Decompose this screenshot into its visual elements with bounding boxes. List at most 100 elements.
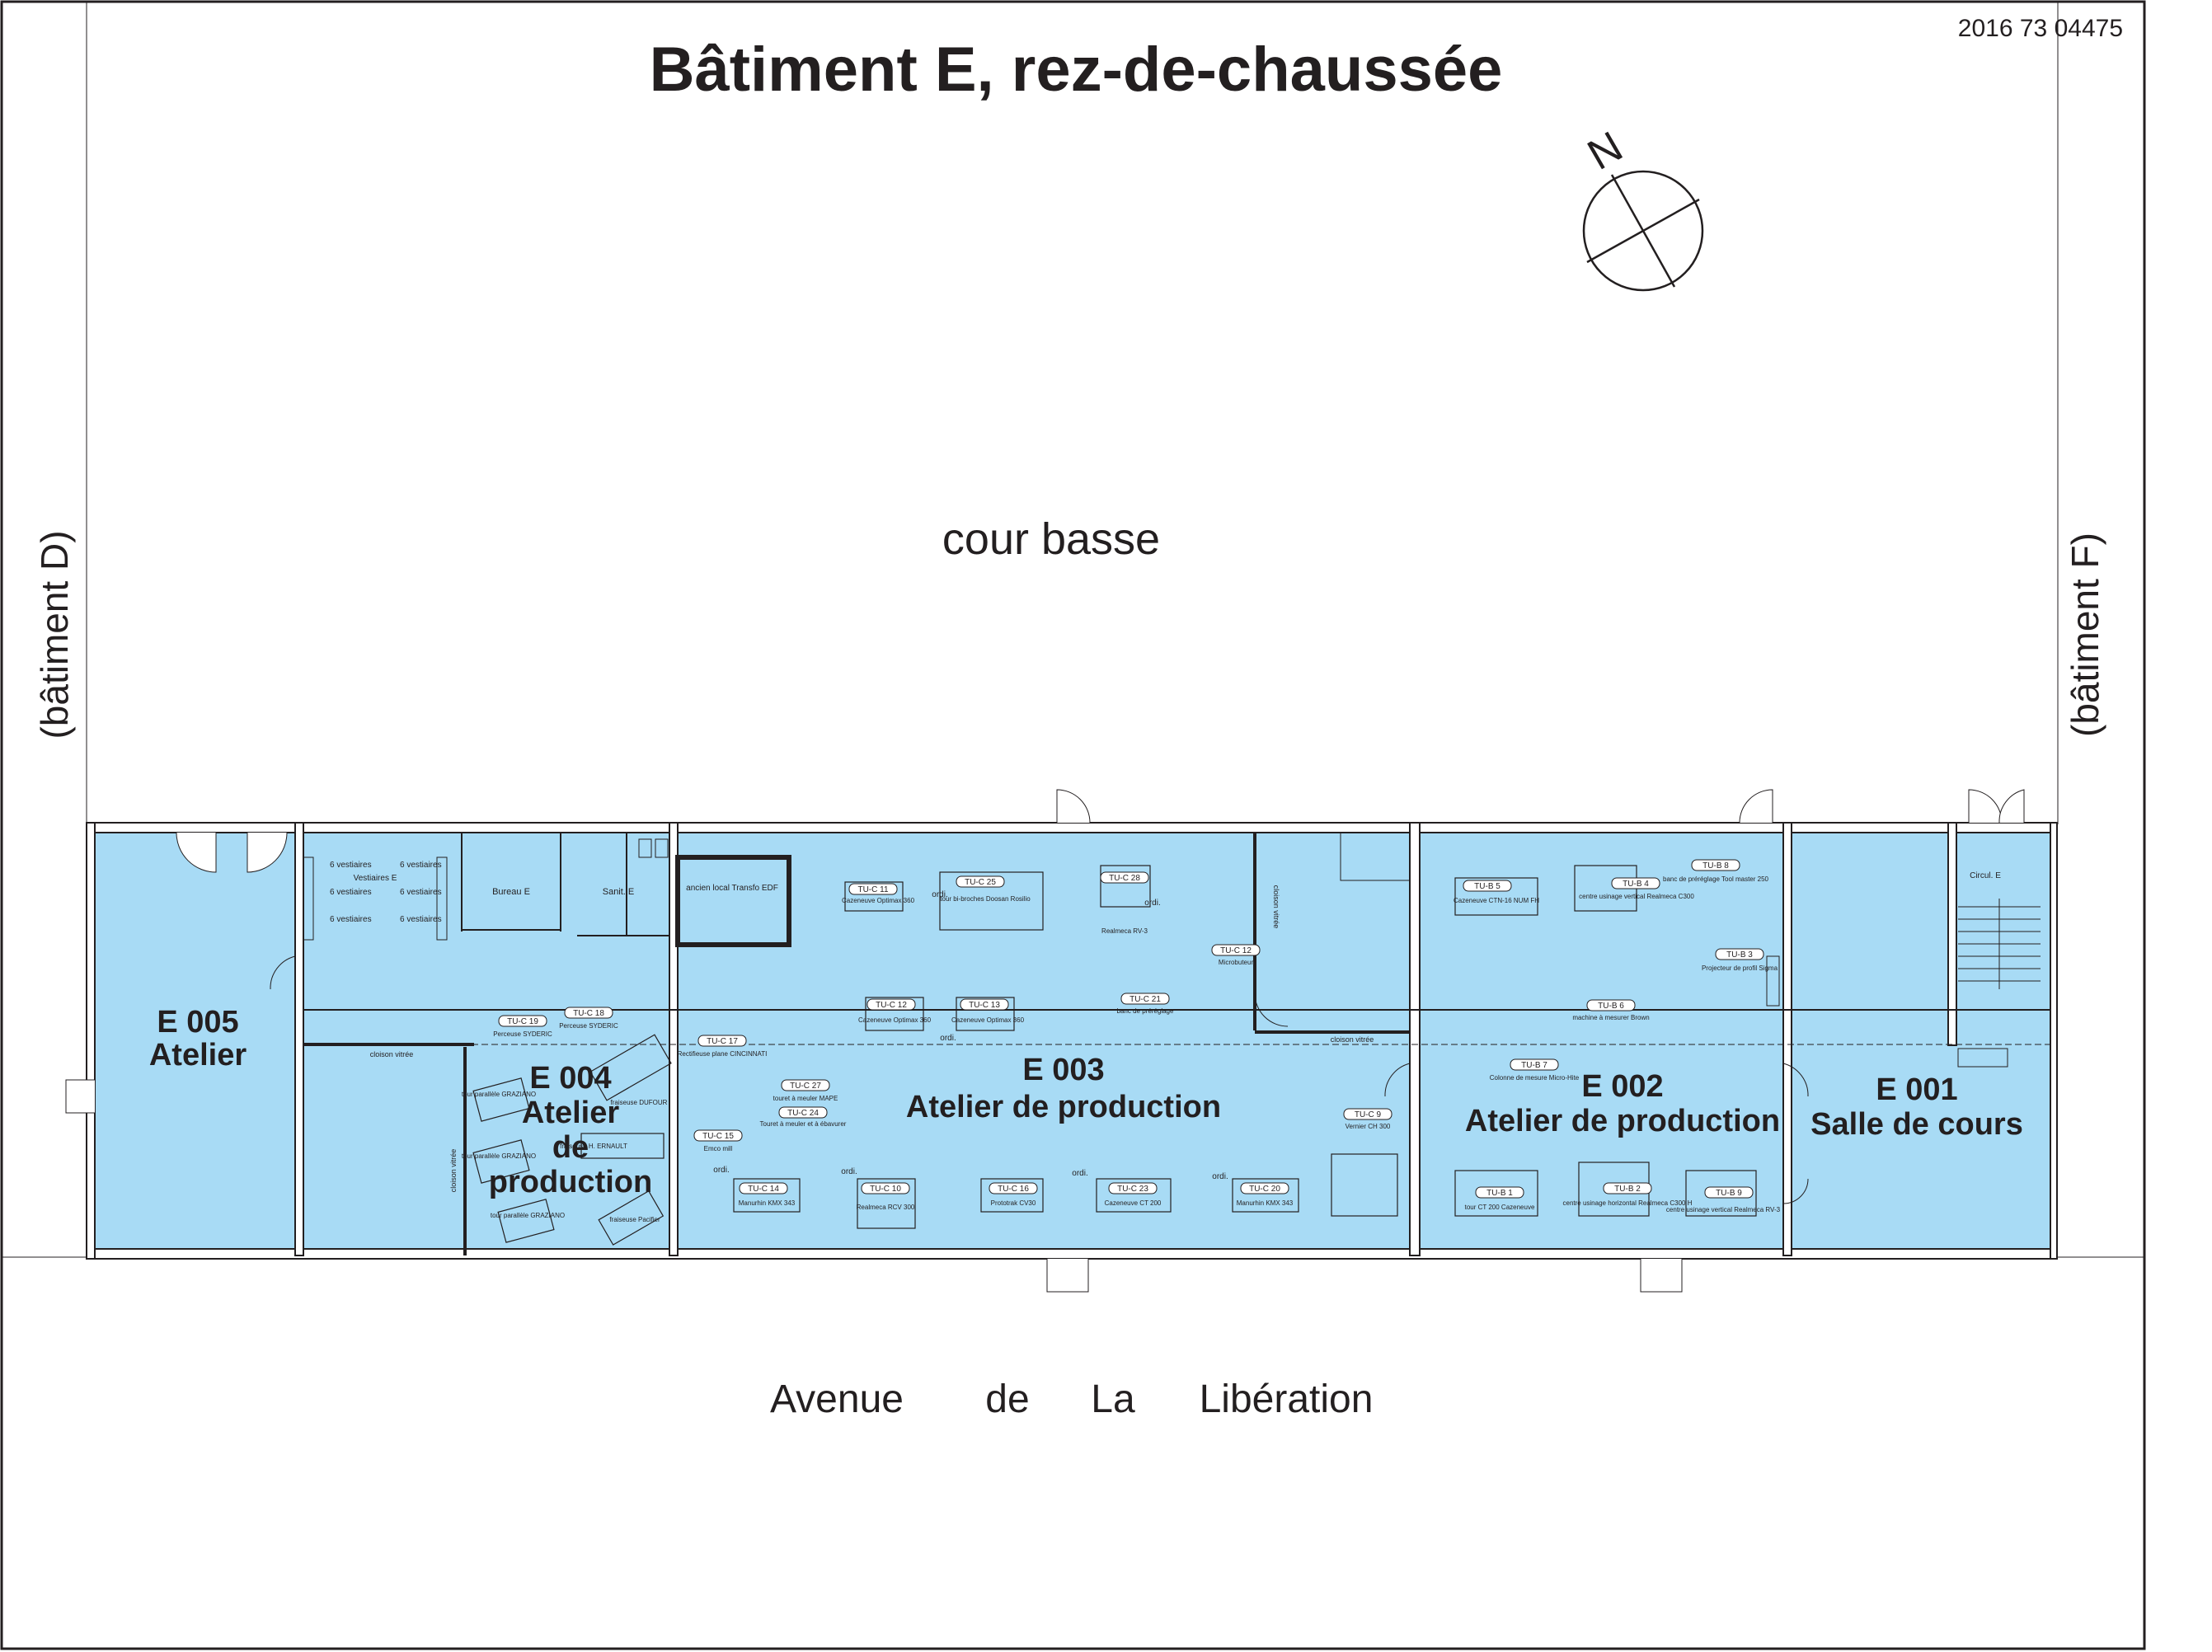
machine-label: Touret à meuler et à ébavurer — [760, 1120, 847, 1128]
room-e001-name: Salle de cours — [1810, 1107, 2023, 1142]
street-word-4: Libération — [1200, 1377, 1374, 1421]
machine-label: Perceuse SYDERIC — [559, 1022, 618, 1030]
room-e004-code: E 004 — [529, 1061, 611, 1096]
machine: tour parallèle GRAZIANO — [462, 1139, 536, 1184]
room-e002-name: Atelier de production — [1465, 1104, 1780, 1138]
machine-tag: TU-C 12 — [1220, 946, 1252, 955]
fixtures — [303, 832, 1780, 1007]
courtyard-label: cour basse — [942, 514, 1160, 564]
machine-label: banc de préréglage Tool master 250 — [1663, 875, 1768, 883]
ordi-label: ordi. — [940, 1034, 956, 1043]
machine-label: Cazeneuve CTN-16 NUM FH — [1454, 897, 1539, 904]
street-word-1: Avenue — [770, 1377, 904, 1421]
machine-label: Microbuteur — [1219, 959, 1254, 966]
machine: TU-C 23 Cazeneuve CT 200 — [1096, 1178, 1172, 1213]
machine-tag: TU-C 23 — [1117, 1185, 1148, 1194]
door-icons — [65, 789, 2025, 1293]
machine: TU-C 24 Touret à meuler et à ébavurer — [760, 1106, 847, 1128]
machine: TU-B 8 banc de préréglage Tool master 25… — [1663, 859, 1769, 883]
machine-label: Projecteur de profil Sigma — [1702, 964, 1778, 972]
machine: tour parallèle GRAZIANO — [462, 1077, 536, 1122]
room-e005-name: Atelier — [149, 1038, 247, 1072]
machine: TU-B 2 centre usinage horizontal Realmec… — [1563, 1162, 1693, 1217]
machine-tag: TU-C 10 — [870, 1185, 901, 1194]
machine-label: fraiseuse H. ERNAULT — [560, 1143, 627, 1150]
machine-tag: TU-B 2 — [1614, 1185, 1641, 1194]
machine: TU-C 25 tour bi-broches Doosan Rosilio — [939, 871, 1044, 931]
drawing-number: 2016 73 04475 — [1958, 15, 2123, 42]
machine-label: Cazeneuve Optimax 360 — [858, 1016, 932, 1024]
machine-label: centre usinage vertical Realmeca RV-3 — [1666, 1206, 1781, 1213]
vestiaire-count: 6 vestiaires — [400, 915, 442, 924]
machine-tag: TU-B 4 — [1623, 880, 1649, 889]
ordi-label: ordi. — [1072, 1169, 1087, 1178]
machine-tag: TU-C 17 — [707, 1037, 738, 1046]
machine-label: fraiseuse DUFOUR — [611, 1099, 668, 1106]
street-word-2: de — [985, 1377, 1029, 1421]
machine-tag: TU-C 15 — [702, 1132, 734, 1141]
machine: TU-C 15 Emco mill — [693, 1129, 743, 1152]
machine: TU-C 12 Microbuteur — [1211, 944, 1261, 966]
machine: TU-C 11 Cazeneuve Optimax 360 — [842, 881, 915, 912]
machine: TU-C 12 Cazeneuve Optimax 360 — [858, 997, 932, 1031]
vestiaire-count: 6 vestiaires — [330, 915, 372, 924]
machine-tag: TU-C 16 — [998, 1185, 1029, 1194]
machine-tag: TU-C 9 — [1355, 1110, 1382, 1119]
vestiaire-count: 6 vestiaires — [330, 861, 372, 870]
machine: fraiseuse H. ERNAULT — [560, 1133, 665, 1159]
machine-tag: TU-C 13 — [969, 1001, 1000, 1010]
machine: TU-C 16 Prototrak CV30 — [980, 1178, 1044, 1213]
room-e004-name-3: production — [489, 1165, 652, 1199]
machine: TU-B 7 Colonne de mesure Micro-Hite — [1490, 1058, 1580, 1082]
cloison-label: cloison vitrée — [1272, 885, 1280, 929]
machine: TU-B 3 Projecteur de profil Sigma — [1702, 948, 1778, 972]
machine-tag: TU-C 21 — [1129, 995, 1161, 1004]
circulation-label: Circul. E — [1970, 871, 2001, 880]
machine-tag: TU-B 5 — [1474, 882, 1500, 891]
ordi-label: ordi. — [713, 1166, 729, 1175]
machine-tag: TU-B 3 — [1726, 950, 1753, 960]
machine: TU-B 9 centre usinage vertical Realmeca … — [1666, 1170, 1781, 1217]
north-arrow-icon — [1582, 170, 1704, 292]
machine-label: Colonne de mesure Micro-Hite — [1490, 1074, 1580, 1082]
machine: TU-B 1 tour CT 200 Cazeneuve — [1454, 1170, 1538, 1217]
machine-tag: TU-B 7 — [1521, 1061, 1547, 1070]
transfo-room — [675, 855, 791, 947]
machine-tag: TU-C 25 — [965, 878, 996, 887]
machine-tag: TU-C 12 — [876, 1001, 907, 1010]
machine: tour parallèle GRAZIANO — [491, 1199, 565, 1243]
machine-tag: TU-B 6 — [1598, 1002, 1624, 1011]
room-e004-name-2: de — [552, 1130, 589, 1165]
room-e002-code: E 002 — [1581, 1069, 1663, 1104]
machine-label: Manurhin KMX 343 — [1237, 1199, 1294, 1207]
page-border — [0, 0, 2146, 1650]
machine-label: fraiseuse Pacifier — [609, 1216, 660, 1223]
machine-tag: TU-B 8 — [1702, 861, 1729, 871]
machine-label: touret à meuler MAPE — [773, 1095, 838, 1102]
machine-tag: TU-C 11 — [857, 885, 888, 894]
machine-label: Vernier CH 300 — [1346, 1123, 1391, 1130]
machine: fraiseuse DUFOUR — [589, 1034, 672, 1106]
machine: TU-C 9 Vernier CH 300 — [1331, 1108, 1398, 1217]
machines: TU-C 19 Perceuse SYDERIC TU-C 18 Perceus… — [462, 859, 1781, 1246]
machine: TU-C 18 Perceuse SYDERIC — [559, 1007, 618, 1030]
sanit-label: Sanit. E — [603, 887, 635, 897]
machine-tag: TU-C 24 — [787, 1109, 819, 1118]
room-e003-name: Atelier de production — [906, 1090, 1221, 1124]
cloison-label: cloison vitrée — [370, 1050, 414, 1058]
machine: TU-C 27 touret à meuler MAPE — [773, 1079, 838, 1102]
machine-tag: TU-C 14 — [748, 1185, 779, 1194]
machine-tag: TU-C 19 — [507, 1017, 538, 1026]
machine: TU-C 14 Manurhin KMX 343 — [733, 1178, 801, 1213]
machine-tag: TU-B 1 — [1486, 1189, 1513, 1198]
machine: TU-C 17 Rectifieuse plane CINCINNATI — [678, 1035, 767, 1058]
ordi-label: ordi. — [841, 1167, 857, 1176]
machine-label: tour CT 200 Cazeneuve — [1465, 1204, 1535, 1211]
machine-label: Cazeneuve Optimax 360 — [951, 1016, 1025, 1024]
machine: TU-C 10 Realmeca RCV 300 — [857, 1178, 916, 1229]
machine-label: Realmeca RV-3 — [1101, 927, 1148, 935]
machine: TU-B 4 centre usinage vertical Realmeca … — [1574, 865, 1694, 912]
machine-tag: TU-C 28 — [1109, 874, 1140, 883]
machine-tag: TU-C 20 — [1249, 1185, 1280, 1194]
